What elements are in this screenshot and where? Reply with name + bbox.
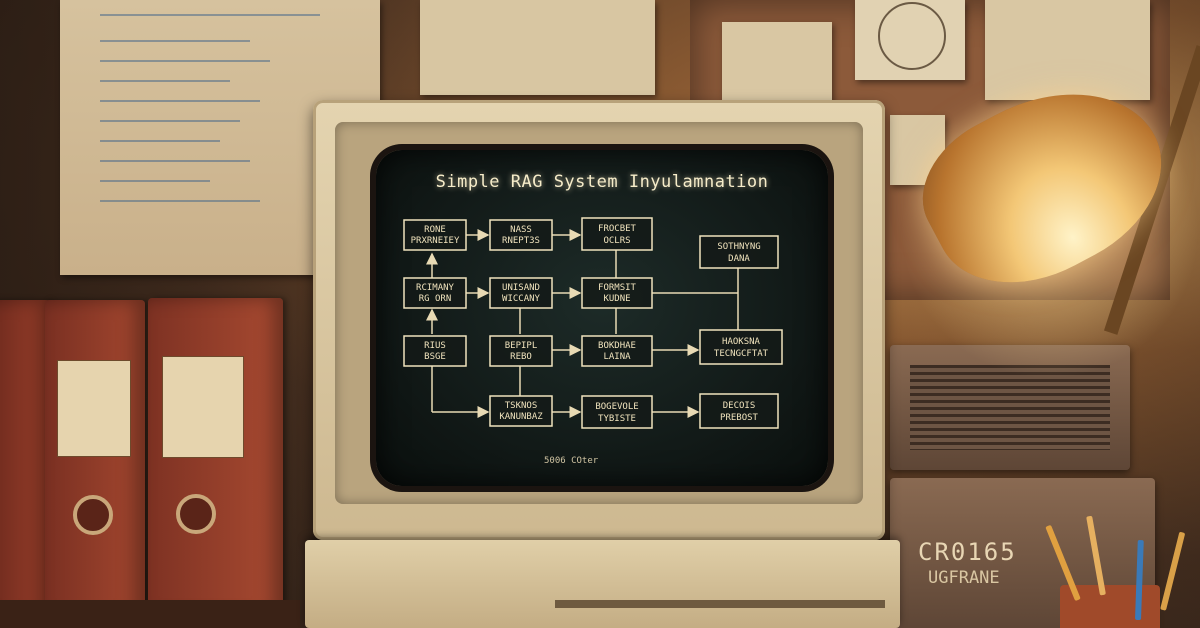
svg-text:SOTHNYNG: SOTHNYNG	[717, 242, 760, 252]
svg-text:PREBOST: PREBOST	[720, 413, 759, 423]
flow-node: DECOIS PREBOST	[699, 393, 779, 429]
svg-text:OCLRS: OCLRS	[603, 236, 630, 246]
binder	[45, 300, 145, 620]
flow-node: BOGEVOLE TYBISTE	[581, 395, 653, 429]
binder	[148, 298, 283, 618]
svg-text:BSGE: BSGE	[424, 352, 446, 362]
pinned-diagram-center	[420, 0, 655, 95]
svg-text:FORMSIT: FORMSIT	[598, 283, 637, 293]
svg-text:LAINA: LAINA	[603, 352, 631, 362]
pinned-note	[722, 22, 832, 107]
flow-node: HAOKSNA TECNGCFTAT	[699, 329, 783, 365]
flow-node: BEPIPL REBO	[489, 335, 553, 367]
svg-text:FROCBET: FROCBET	[598, 224, 637, 234]
svg-text:RONE: RONE	[424, 225, 446, 235]
svg-text:WICCANY: WICCANY	[502, 294, 541, 304]
binder-label	[162, 356, 244, 458]
pie-chart-sketch	[878, 2, 946, 70]
svg-text:HAOKSNA: HAOKSNA	[722, 337, 761, 347]
svg-text:DANA: DANA	[728, 254, 750, 264]
flow-node: TSKNOS KANUNBAZ	[489, 395, 553, 427]
device-sublabel: UGFRANE	[928, 568, 1000, 588]
svg-text:TYBISTE: TYBISTE	[598, 414, 636, 424]
flow-edges	[426, 229, 739, 418]
svg-text:DECOIS: DECOIS	[723, 401, 756, 411]
speaker-grill	[910, 365, 1110, 450]
device-label: CR0165	[918, 538, 1017, 566]
flow-node: FORMSIT KUDNE	[581, 277, 653, 309]
crt-screen: Simple RAG System Inyulamnation	[376, 150, 828, 486]
svg-text:REBO: REBO	[510, 352, 532, 362]
svg-text:KANUNBAZ: KANUNBAZ	[499, 412, 543, 422]
flow-node: RIUS BSGE	[403, 335, 467, 367]
svg-text:RNEPT3S: RNEPT3S	[502, 236, 540, 246]
svg-text:BOGEVOLE: BOGEVOLE	[595, 402, 638, 412]
flow-node: FROCBET OCLRS	[581, 217, 653, 251]
flow-node: NASS RNEPT3S	[489, 219, 553, 251]
svg-text:RCIMANY: RCIMANY	[416, 283, 455, 293]
flow-node: RONE PRXRNEIEY	[403, 219, 467, 251]
svg-text:RIUS: RIUS	[424, 341, 446, 351]
svg-text:BOKDHAE: BOKDHAE	[598, 341, 636, 351]
svg-text:PRXRNEIEY: PRXRNEIEY	[411, 236, 460, 246]
svg-text:RG ORN: RG ORN	[419, 294, 452, 304]
svg-text:NASS: NASS	[510, 225, 532, 235]
svg-text:BEPIPL: BEPIPL	[505, 341, 538, 351]
screen-title: Simple RAG System Inyulamnation	[435, 172, 769, 192]
radio-equipment	[890, 345, 1130, 470]
flow-node: RCIMANY RG ORN	[403, 277, 467, 309]
screen-footer: 5006 COter	[544, 456, 599, 466]
computer-base	[305, 540, 900, 628]
binder-ring	[73, 495, 113, 535]
svg-text:UNISAND: UNISAND	[502, 283, 540, 293]
flow-node: UNISAND WICCANY	[489, 277, 553, 309]
flow-node: BOKDHAE LAINA	[581, 335, 653, 367]
binder-label	[57, 360, 131, 457]
flow-node: SOTHNYNG DANA	[699, 235, 779, 269]
svg-text:KUDNE: KUDNE	[603, 294, 630, 304]
svg-text:TSKNOS: TSKNOS	[505, 401, 538, 411]
shelf	[0, 600, 300, 628]
binder	[0, 300, 50, 620]
disk-slot	[555, 600, 885, 608]
svg-text:TECNGCFTAT: TECNGCFTAT	[714, 349, 769, 359]
flowchart: RONE PRXRNEIEY NASS RNEPT3S FROCBET OCLR…	[403, 217, 783, 429]
binder-ring	[176, 494, 216, 534]
